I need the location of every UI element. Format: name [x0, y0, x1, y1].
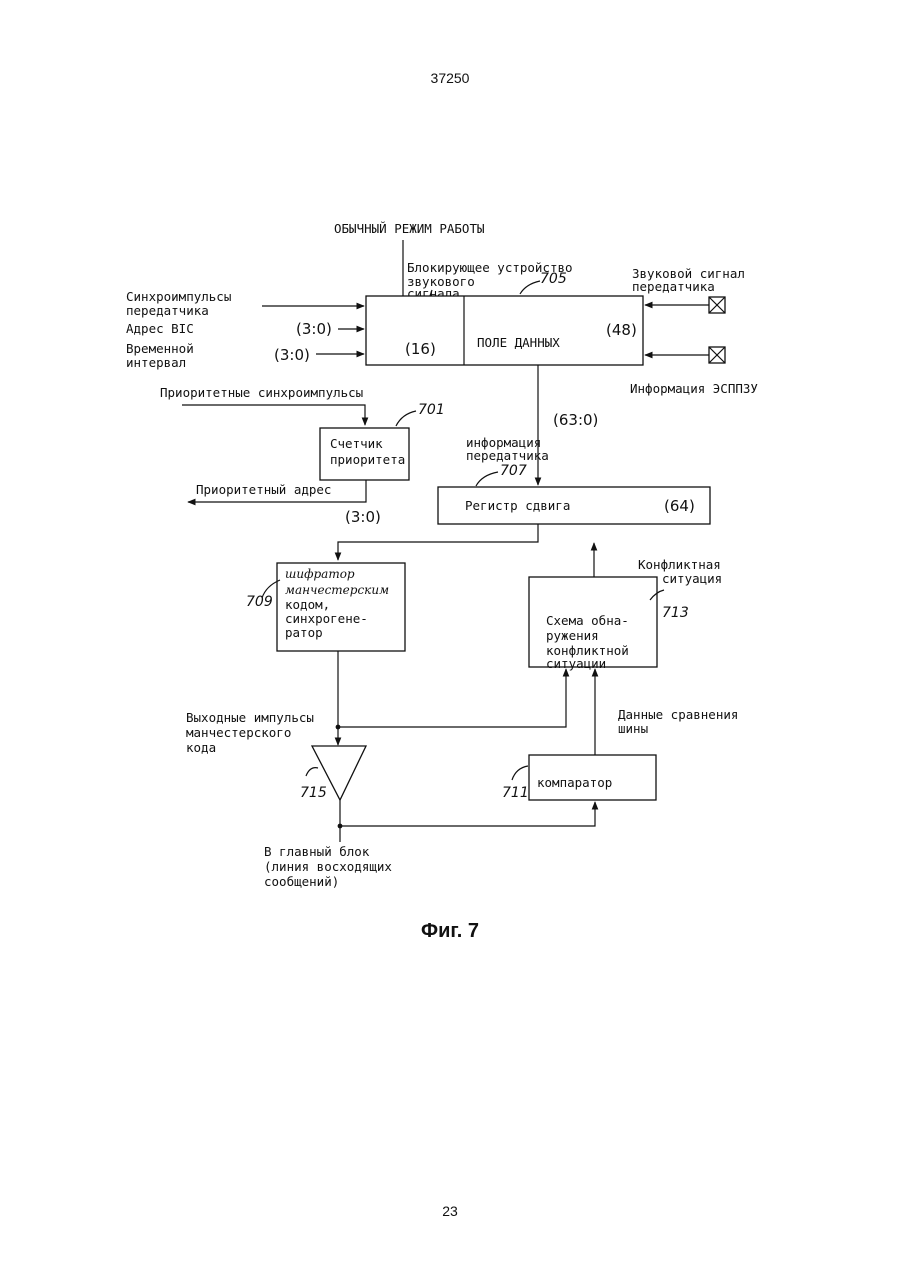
driver-ref: 715	[300, 785, 327, 801]
bus-compare-label-2: шины	[618, 721, 648, 736]
comparator-label: компаратор	[537, 775, 612, 790]
bic-address-width: (3:0)	[296, 320, 332, 338]
encoder-label-4: синхрогене-	[285, 611, 368, 626]
audio-terminal-icon	[709, 297, 725, 313]
to-main-block-label-3: сообщений)	[264, 874, 339, 889]
priority-sync-label: Приоритетные синхроимпульсы	[160, 385, 363, 400]
shift-register-ref: 707	[500, 463, 527, 479]
eeprom-label: Информация ЭСППЗУ	[630, 381, 758, 396]
to-main-block-label-2: (линия восходящих	[264, 859, 392, 874]
output-pulses-label-3: кода	[186, 740, 216, 755]
conflict-ref: 713	[662, 605, 689, 621]
figure-caption: Фиг. 7	[0, 920, 900, 943]
main-register-ref-leader	[520, 281, 540, 294]
normal-mode-label: ОБЫЧНЫЙ РЕЖИМ РАБОТЫ	[334, 221, 485, 236]
page-number-bottom: 23	[0, 1203, 900, 1219]
audio-signal-label-2: передатчика	[632, 279, 715, 294]
output-pulses-label-2: манчестерского	[186, 725, 291, 740]
priority-counter-ref-leader	[396, 411, 416, 426]
shift-to-encoder-arrow	[338, 524, 538, 560]
priority-address-width: (3:0)	[345, 508, 381, 526]
to-main-block-label: В главный блок	[264, 844, 370, 859]
encoder-label-3: кодом,	[285, 597, 330, 612]
encoder-label-5: ратор	[285, 625, 323, 640]
bic-address-label: Адрес BIC	[126, 321, 194, 336]
driver-to-comparator-arrow	[340, 802, 595, 826]
bus-compare-label: Данные сравнения	[618, 707, 738, 722]
priority-counter-ref: 701	[418, 402, 445, 418]
conflict-label: Конфликтная	[638, 557, 721, 572]
time-slot-label-2: интервал	[126, 355, 186, 370]
main-register-data-field: ПОЛЕ ДАННЫХ	[477, 335, 560, 350]
comparator-ref: 711	[502, 785, 529, 801]
priority-address-label: Приоритетный адрес	[196, 482, 331, 497]
output-pulses-label: Выходные импульсы	[186, 710, 314, 725]
conflict-box-label: Схема обна-	[546, 613, 629, 628]
shift-register-ref-leader	[476, 472, 498, 486]
conflict-label-2: ситуация	[662, 571, 722, 586]
tx-sync-label: Синхроимпульсы	[126, 289, 231, 304]
output-to-conflict-arrow	[338, 669, 566, 727]
priority-counter-label: Счетчик	[330, 436, 383, 451]
bus-width: (63:0)	[553, 411, 598, 429]
tx-sync-label-2: передатчика	[126, 303, 209, 318]
encoder-hand-label-2: манчестерским	[285, 583, 389, 597]
time-slot-label: Временной	[126, 341, 194, 356]
main-register-ref: 705	[540, 271, 567, 287]
comparator-ref-leader	[512, 766, 528, 780]
priority-counter-label-2: приоритета	[330, 452, 405, 467]
shift-register-label: Регистр сдвига	[465, 498, 570, 513]
eeprom-terminal-icon	[709, 347, 725, 363]
main-register-data-width: (48)	[606, 321, 637, 339]
encoder-hand-label: шифратор	[285, 567, 355, 581]
time-slot-width: (3:0)	[274, 346, 310, 364]
priority-sync-arrow	[182, 405, 365, 425]
tx-info-label-2: передатчика	[466, 448, 549, 463]
shift-register-width: (64)	[664, 497, 695, 515]
conflict-box-label-4: ситуации	[546, 656, 606, 671]
conflict-box-label-2: ружения	[546, 628, 599, 643]
encoder-ref: 709	[246, 594, 273, 610]
main-register-field-small: (16)	[405, 340, 436, 358]
driver-ref-leader	[306, 768, 318, 776]
